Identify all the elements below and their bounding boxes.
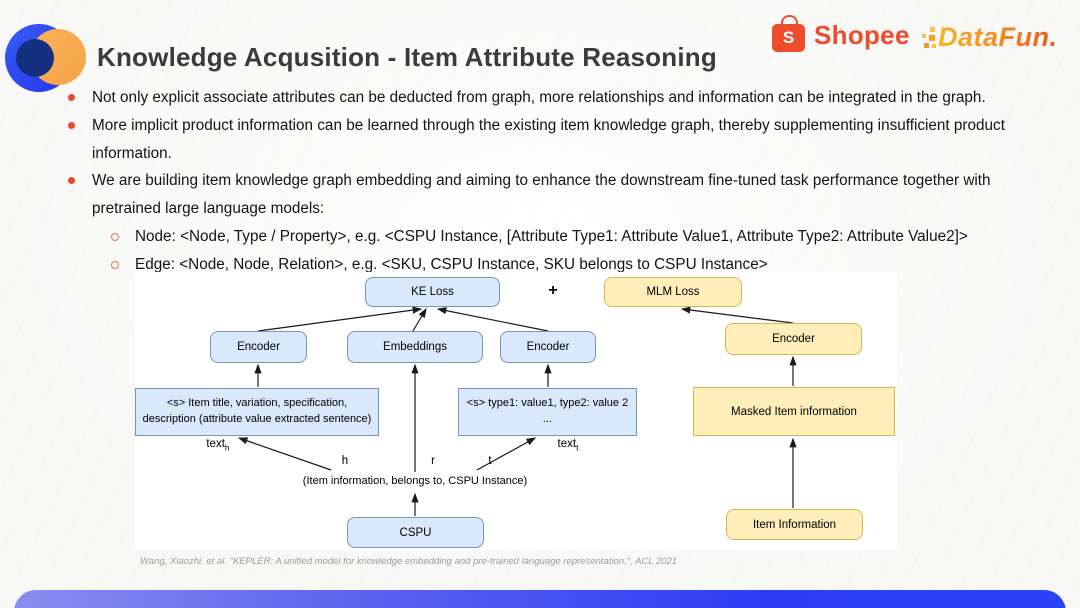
datafun-logo-text: DataFun. [938,22,1058,52]
label-r: r [431,455,435,467]
cspu-box: CSPU [347,517,484,548]
input-right-line2: ... [542,413,553,425]
datafun-pixels-icon [920,24,938,52]
encoder-right-box: Encoder [500,331,596,363]
bullet-ring-icon [111,260,119,269]
sub-bullet-text: Edge: <Node, Node, Relation>, e.g. <SKU,… [135,255,768,273]
ke-loss-box: KE Loss [365,277,500,307]
label-triple: (Item information, belongs to, CSPU Inst… [302,475,528,487]
page-title: Knowledge Acqusition - Item Attribute Re… [97,42,717,72]
bullet-text: More implicit product information can be… [92,116,1005,162]
item-information-box: Item Information [726,509,863,540]
bullet-dot-icon [68,121,75,129]
shopee-bag-handle [781,15,798,31]
sub-bullet-item: Node: <Node, Type / Property>, e.g. <CSP… [109,223,1040,251]
citation-text: Wang, Xiaozhi, et al. "KEPLER: A unified… [140,556,678,567]
bullet-item: Not only explicit associate attributes c… [66,84,1040,112]
input-right-line1: <s> type1: value1, type2: value 2 [466,397,629,410]
encoder-left-box: Encoder [210,331,307,363]
bullet-text: We are building item knowledge graph emb… [92,172,991,218]
label-h: h [341,455,349,467]
datafun-logo: DataFun. [920,22,1058,53]
deco-navy-circle [16,39,54,77]
sub-bullet-text: Node: <Node, Type / Property>, e.g. <CSP… [135,227,968,245]
bullet-ring-icon [111,232,119,241]
kepler-architecture-diagram: KE Loss + MLM Loss Encoder Embeddings En… [135,272,897,550]
shopee-logo: S Shopee [772,14,910,54]
bullet-dot-icon [68,94,75,101]
embeddings-box: Embeddings [347,331,483,363]
input-left-line2: description (attribute value extracted s… [142,413,372,425]
bullet-item: We are building item knowledge graph emb… [66,167,1040,223]
shopee-bag-letter: S [772,24,805,52]
plus-sign: + [548,282,558,299]
slide-deco-circles-icon [0,0,110,110]
bullet-text: Not only explicit associate attributes c… [92,89,986,106]
encoder-mlm-box: Encoder [725,323,862,355]
mlm-loss-box: MLM Loss [604,277,742,307]
shopee-logo-text: Shopee [814,20,910,50]
bullet-item: More implicit product information can be… [66,112,1040,168]
label-text-h: texth [206,438,230,453]
sub-bullet-item: Edge: <Node, Node, Relation>, e.g. <SKU,… [109,251,1040,279]
bullet-dot-icon [68,177,75,185]
input-left-line1: <s> Item title, variation, specification… [166,397,348,410]
input-right-box: <s> type1: value1, type2: value 2 ... [458,388,637,436]
label-text-t: textt [557,438,579,453]
shopee-bag-icon: S [772,14,808,54]
bullet-list: Not only explicit associate attributes c… [66,84,1040,279]
masked-item-box: Masked Item information [693,387,895,436]
input-left-box: <s> Item title, variation, specification… [135,388,379,436]
footer-bar [14,590,1066,608]
label-t: t [488,455,492,467]
